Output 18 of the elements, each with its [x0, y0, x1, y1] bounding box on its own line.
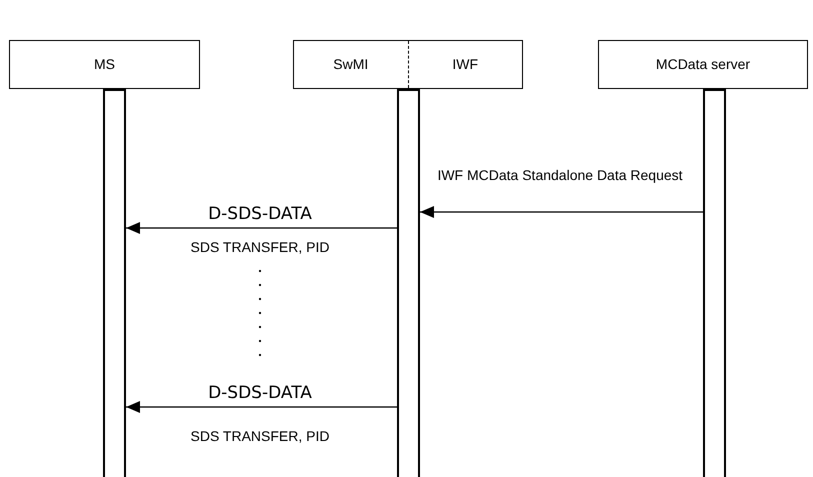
lifeline-bar	[703, 89, 726, 477]
lifeline-bar	[103, 89, 126, 477]
entity-box	[293, 40, 523, 89]
message-parameter: SDS TRANSFER, PID	[190, 427, 330, 446]
message-arrow	[420, 206, 703, 218]
message-arrow	[126, 401, 397, 413]
entity-name: MS	[94, 55, 115, 74]
message-label: D-SDS-DATA	[207, 204, 313, 224]
entity-box	[598, 40, 808, 89]
lifeline-bar	[397, 89, 420, 477]
message-label: D-SDS-DATA	[207, 383, 313, 403]
message-label: IWF MCData Standalone Data Request	[436, 166, 684, 185]
message-arrow	[126, 222, 397, 234]
entity-name: MCData server	[656, 55, 750, 74]
entity-name: IWF	[452, 55, 478, 74]
message-parameter: SDS TRANSFER, PID	[190, 238, 330, 257]
entity-box	[9, 40, 200, 89]
entity-name: SwMI	[333, 55, 368, 74]
